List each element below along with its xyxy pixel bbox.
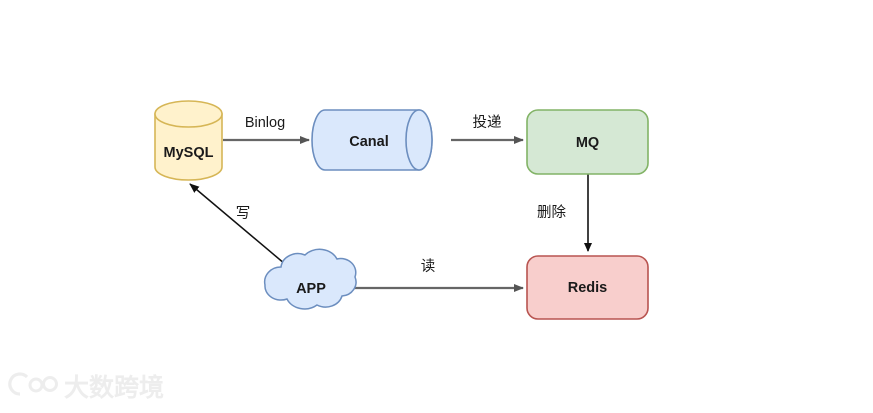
mysql-cylinder-body [154, 113, 223, 181]
node-mysql[interactable]: MySQL [154, 100, 223, 181]
watermark-logo-circle-left [28, 377, 44, 393]
edge-label-du: 读 [421, 258, 436, 275]
redis-label: Redis [568, 280, 608, 296]
edge-app-to-redis: 读 [352, 258, 524, 292]
watermark-logo-circle-right [42, 376, 58, 392]
node-app[interactable]: APP [263, 248, 357, 310]
node-mq[interactable]: MQ [526, 109, 649, 175]
edge-mysql-to-canal: Binlog [223, 115, 310, 144]
edge-label-shanchu: 删除 [537, 204, 566, 221]
edge-mq-to-redis: 删除 [537, 174, 592, 252]
mq-label: MQ [576, 135, 599, 151]
watermark-logo-icon [8, 372, 58, 396]
mysql-cylinder-top [154, 100, 223, 128]
edge-line-xie [189, 183, 286, 265]
edge-label-toudi: 投递 [473, 114, 502, 131]
canal-cylinder-cap [405, 109, 433, 171]
watermark-logo-arc [8, 372, 29, 396]
mysql-label: MySQL [164, 145, 214, 161]
watermark-label: 大数跨境 [64, 373, 164, 402]
app-cloud-shape [263, 248, 357, 310]
canal-label: Canal [349, 134, 389, 150]
node-canal[interactable]: Canal [311, 109, 433, 171]
app-label: APP [296, 281, 326, 297]
watermark: 大数跨境 [8, 372, 164, 402]
redis-box [526, 255, 649, 320]
node-redis[interactable]: Redis [526, 255, 649, 320]
edge-app-to-mysql: 写 [189, 183, 286, 265]
mq-box [526, 109, 649, 175]
edge-label-binlog: Binlog [245, 115, 285, 131]
edge-label-xie: 写 [236, 206, 251, 222]
edge-canal-to-mq: 投递 [451, 114, 524, 144]
